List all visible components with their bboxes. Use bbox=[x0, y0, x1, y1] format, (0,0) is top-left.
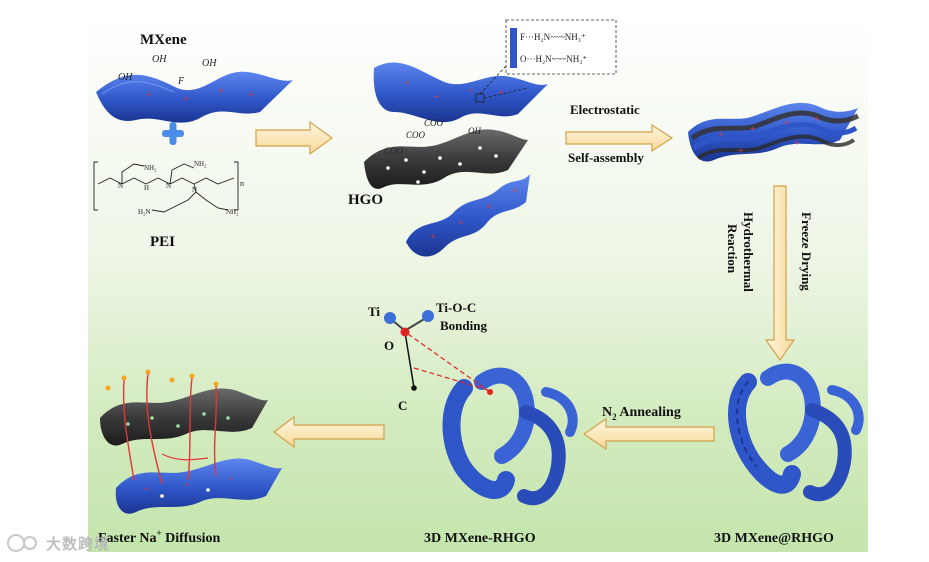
mxene-pei-sheet: + + + + bbox=[373, 62, 548, 123]
pei-n-2: N bbox=[166, 182, 171, 190]
c-atom bbox=[411, 385, 417, 391]
faster-na-text: Faster Na bbox=[98, 531, 156, 546]
watermark-logo-icon bbox=[7, 534, 37, 552]
annealing-text: Annealing bbox=[617, 405, 681, 420]
svg-text:+: + bbox=[750, 124, 756, 135]
hgo-sheet bbox=[364, 129, 528, 189]
diffusion-illustration: + + + bbox=[100, 369, 282, 514]
arrow-left-2 bbox=[273, 415, 385, 449]
mxene-rhgo-label: 3D MXene-RHGO bbox=[424, 531, 536, 546]
svg-text:+: + bbox=[738, 146, 744, 157]
pei-nh2-3: NH₂ bbox=[226, 208, 239, 216]
o-label: O bbox=[384, 338, 394, 353]
electrostatic-label: Electrostatic bbox=[570, 102, 640, 117]
pei-nh2-2: NH₂ bbox=[194, 160, 207, 168]
n2-text: N bbox=[602, 405, 612, 420]
svg-text:+: + bbox=[183, 93, 189, 105]
pei-structure bbox=[93, 161, 239, 213]
svg-text:+: + bbox=[434, 92, 440, 103]
watermark-text: 大数跨境 bbox=[46, 535, 111, 553]
pei-n-1: N bbox=[118, 182, 123, 190]
svg-text:+: + bbox=[146, 89, 152, 101]
svg-text:+: + bbox=[184, 480, 189, 490]
pei-n-subscript: n bbox=[240, 179, 244, 188]
f-group: F bbox=[177, 76, 185, 87]
pei-h-1: H bbox=[144, 184, 149, 192]
oh-group-2: OH bbox=[152, 54, 167, 65]
diffusion-text: Diffusion bbox=[162, 531, 221, 546]
svg-text:+: + bbox=[784, 118, 790, 129]
freeze-drying-label: Freeze Drying bbox=[799, 212, 814, 291]
svg-text:+: + bbox=[468, 86, 474, 97]
schematic-diagram: + + + + MXene OH OH OH F NH₂ NH₂ N H N N… bbox=[88, 14, 868, 552]
n2-subscript: 2 bbox=[612, 412, 617, 422]
stacked-composite: + + + + + + bbox=[688, 102, 860, 162]
svg-text:+: + bbox=[814, 114, 820, 125]
bonding-label-2: Bonding bbox=[440, 318, 487, 333]
c-label: C bbox=[398, 398, 407, 413]
o-atom bbox=[400, 327, 410, 337]
mxene-rhgo-3d bbox=[442, 367, 578, 506]
diffusion-label: Faster Na+ Diffusion bbox=[98, 528, 221, 546]
svg-text:+: + bbox=[218, 85, 224, 97]
mxene-sheet: + + + + bbox=[96, 71, 293, 123]
svg-text:+: + bbox=[228, 474, 233, 484]
pei-h2n: H₂N bbox=[138, 208, 151, 216]
coo-group-2: COO bbox=[406, 130, 426, 140]
ti-o-c-bond bbox=[384, 310, 491, 393]
hydrothermal-label-1: Hydrothermal bbox=[741, 212, 756, 292]
svg-text:+: + bbox=[430, 232, 436, 243]
pei-n-3: N bbox=[192, 186, 197, 194]
hydrothermal-label-2: Reaction bbox=[725, 224, 740, 274]
ti-atom-1 bbox=[384, 312, 396, 324]
arrow-left-1 bbox=[582, 417, 715, 451]
svg-text:+: + bbox=[718, 130, 724, 141]
oh-group-1: OH bbox=[118, 72, 133, 83]
svg-text:+: + bbox=[486, 202, 492, 213]
inset-line-2: O···H₂N~~~NH₃⁺ bbox=[520, 54, 587, 64]
self-assembly-label: Self-assembly bbox=[568, 150, 644, 165]
coo-group-1: COO bbox=[384, 146, 404, 156]
hgo-label: HGO bbox=[348, 192, 383, 208]
na-superscript: + bbox=[156, 528, 161, 538]
plus-icon bbox=[162, 122, 184, 145]
arrow-down bbox=[764, 185, 796, 362]
inset-box bbox=[505, 19, 617, 75]
coo-group-3: COO bbox=[424, 118, 444, 128]
svg-text:+: + bbox=[794, 138, 800, 149]
mxene-at-rhgo-3d bbox=[728, 363, 864, 502]
mxene-pei-sheet-lower: + + + + bbox=[406, 174, 530, 257]
svg-text:+: + bbox=[498, 88, 504, 99]
arrow-right-2 bbox=[565, 123, 674, 153]
svg-text:+: + bbox=[248, 89, 254, 101]
pei-nh2-1: NH₂ bbox=[144, 164, 157, 172]
ti-atom-2 bbox=[422, 310, 434, 322]
hgo-oh-group: OH bbox=[468, 126, 481, 136]
inset-mxene-edge bbox=[510, 28, 517, 68]
oh-group-3: OH bbox=[202, 58, 217, 69]
arrow-right-1 bbox=[255, 120, 334, 156]
ti-label: Ti bbox=[368, 304, 380, 319]
watermark: 大数跨境 bbox=[6, 530, 146, 556]
pei-label: PEI bbox=[150, 234, 175, 250]
svg-text:+: + bbox=[512, 186, 518, 197]
svg-text:+: + bbox=[404, 78, 410, 89]
mxene-label: MXene bbox=[140, 32, 187, 48]
inset-leader-lines bbox=[479, 65, 529, 99]
inset-line-1: F···H₂N~~~NH₃⁺ bbox=[520, 32, 586, 42]
bonding-label-1: Ti-O-C bbox=[436, 300, 476, 315]
svg-text:+: + bbox=[144, 484, 149, 494]
diagram-canvas: + + + + MXene OH OH OH F NH₂ NH₂ N H N N… bbox=[93, 19, 864, 546]
mxene-at-rhgo-label: 3D MXene@RHGO bbox=[714, 531, 834, 546]
n2-annealing-label: N2 Annealing bbox=[602, 405, 681, 422]
svg-text:+: + bbox=[458, 218, 464, 229]
